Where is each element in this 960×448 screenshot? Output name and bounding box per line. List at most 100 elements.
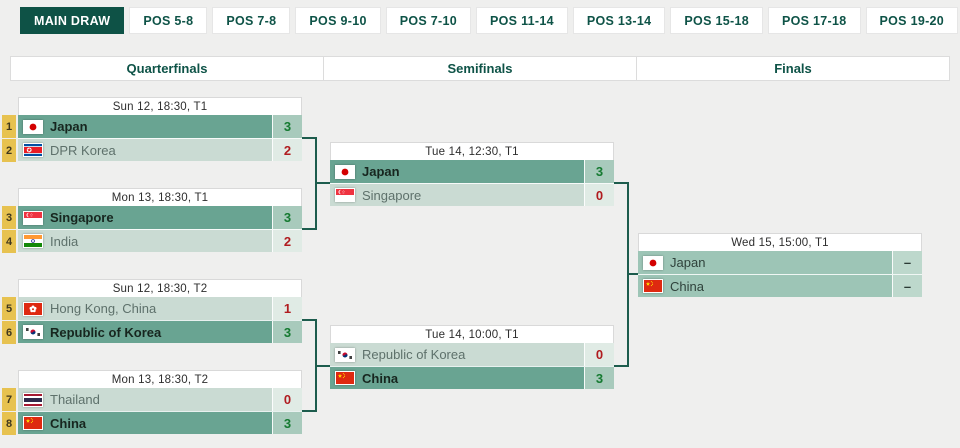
team-row-china[interactable]: China 3 bbox=[330, 366, 614, 389]
team-name: Republic of Korea bbox=[50, 324, 162, 340]
flag-singapore-icon bbox=[23, 210, 43, 225]
team-row-singapore[interactable]: Singapore 0 bbox=[330, 183, 614, 206]
team-name: Japan bbox=[50, 119, 88, 134]
flag-hong-kong-icon bbox=[23, 301, 43, 316]
flag-thailand-icon bbox=[23, 392, 43, 407]
seed-number: 1 bbox=[2, 115, 16, 138]
seed-number: 2 bbox=[2, 139, 16, 162]
tab-pos-11-14[interactable]: POS 11-14 bbox=[476, 7, 568, 34]
team-name: Japan bbox=[362, 164, 400, 179]
bracket-connector-line bbox=[317, 182, 330, 184]
bracket-connector-line bbox=[629, 273, 638, 275]
team-row-japan[interactable]: Japan 3 bbox=[18, 115, 302, 138]
team-score: – bbox=[892, 275, 922, 297]
match-quarterfinal-2: 3 4 Mon 13, 18:30, T1 Singapore 3 India … bbox=[2, 188, 302, 253]
tab-pos-19-20[interactable]: POS 19-20 bbox=[865, 7, 959, 34]
bracket-connector-line bbox=[315, 137, 317, 230]
team-row-dpr-korea[interactable]: DPR Korea 2 bbox=[18, 138, 302, 161]
flag-india-icon bbox=[23, 234, 43, 248]
flag-china-icon bbox=[335, 371, 355, 385]
team-row-thailand[interactable]: Thailand 0 bbox=[18, 388, 302, 411]
bracket-connector-line bbox=[302, 319, 317, 321]
round-header-finals: Finals bbox=[774, 61, 812, 76]
team-score: – bbox=[892, 251, 922, 274]
bracket-connector-line bbox=[302, 228, 317, 230]
team-name: Singapore bbox=[362, 187, 422, 203]
match-semifinal-2: Tue 14, 10:00, T1 Republic of Korea 0 Ch… bbox=[330, 325, 614, 389]
team-row-republic-of-korea[interactable]: Republic of Korea 3 bbox=[18, 320, 302, 343]
match-quarterfinal-4: 7 8 Mon 13, 18:30, T2 Thailand 0 China 3 bbox=[2, 370, 302, 435]
team-row-china[interactable]: China 3 bbox=[18, 411, 302, 434]
team-score: 0 bbox=[272, 388, 302, 411]
seed-number: 4 bbox=[2, 230, 16, 253]
seed-number: 5 bbox=[2, 297, 16, 320]
team-name: China bbox=[670, 278, 704, 294]
bracket-connector-line bbox=[614, 182, 629, 184]
team-name: Japan bbox=[670, 255, 706, 270]
bracket-connector-line bbox=[317, 365, 330, 367]
seed-number: 7 bbox=[2, 388, 16, 411]
team-row-singapore[interactable]: Singapore 3 bbox=[18, 206, 302, 229]
match-schedule: Mon 13, 18:30, T1 bbox=[18, 188, 302, 206]
match-semifinal-1: Tue 14, 12:30, T1 Japan 3 Singapore 0 bbox=[330, 142, 614, 206]
team-row-china[interactable]: China – bbox=[638, 274, 922, 297]
flag-singapore-icon bbox=[335, 188, 355, 202]
team-score: 3 bbox=[272, 412, 302, 434]
tab-pos-9-10[interactable]: POS 9-10 bbox=[295, 7, 381, 34]
round-header-semifinals: Semifinals bbox=[324, 57, 637, 80]
bracket-connector-line bbox=[302, 137, 317, 139]
bracket-connector-line bbox=[315, 319, 317, 412]
team-row-india[interactable]: India 2 bbox=[18, 229, 302, 252]
bracket-connector-line bbox=[302, 410, 317, 412]
tab-pos-13-14[interactable]: POS 13-14 bbox=[572, 7, 666, 34]
team-row-japan[interactable]: Japan 3 bbox=[330, 160, 614, 183]
team-row-japan[interactable]: Japan – bbox=[638, 251, 922, 274]
match-schedule: Tue 14, 12:30, T1 bbox=[330, 142, 614, 160]
team-score: 0 bbox=[584, 343, 614, 366]
tab-main-draw[interactable]: MAIN DRAW bbox=[20, 7, 125, 34]
tab-pos-7-8[interactable]: POS 7-8 bbox=[212, 7, 291, 34]
team-name: India bbox=[50, 233, 79, 249]
team-name: Singapore bbox=[50, 210, 114, 225]
tab-pos-15-18[interactable]: POS 15-18 bbox=[670, 7, 763, 34]
round-header-quarterfinals: Quarterfinals bbox=[11, 57, 324, 80]
team-score: 3 bbox=[584, 367, 614, 389]
match-quarterfinal-1: 1 2 Sun 12, 18:30, T1 Japan 3 DPR Korea … bbox=[2, 97, 302, 162]
team-name: China bbox=[362, 370, 399, 386]
match-schedule: Tue 14, 10:00, T1 bbox=[330, 325, 614, 343]
flag-japan-icon bbox=[23, 119, 43, 134]
flag-japan-icon bbox=[643, 255, 663, 270]
team-score: 0 bbox=[584, 184, 614, 206]
team-row-hong-kong[interactable]: Hong Kong, China 1 bbox=[18, 297, 302, 320]
team-score: 3 bbox=[272, 321, 302, 343]
flag-republic-of-korea-icon bbox=[335, 347, 355, 362]
match-schedule: Wed 15, 15:00, T1 bbox=[638, 233, 922, 251]
team-name: Hong Kong, China bbox=[50, 301, 157, 316]
seed-number: 8 bbox=[2, 412, 16, 435]
tab-pos-17-18[interactable]: POS 17-18 bbox=[767, 7, 861, 34]
flag-dpr-korea-icon bbox=[23, 143, 43, 157]
flag-china-icon bbox=[643, 279, 663, 293]
flag-republic-of-korea-icon bbox=[23, 325, 43, 339]
match-schedule: Mon 13, 18:30, T2 bbox=[18, 370, 302, 388]
tab-pos-7-10[interactable]: POS 7-10 bbox=[385, 7, 471, 34]
match-final: Wed 15, 15:00, T1 Japan – China – bbox=[638, 233, 922, 297]
flag-china-icon bbox=[23, 416, 43, 430]
team-score: 2 bbox=[272, 230, 302, 252]
round-header-bar: Quarterfinals Semifinals Finals bbox=[10, 56, 950, 81]
team-row-republic-of-korea[interactable]: Republic of Korea 0 bbox=[330, 343, 614, 366]
team-score: 3 bbox=[584, 160, 614, 183]
match-schedule: Sun 12, 18:30, T2 bbox=[18, 279, 302, 297]
match-quarterfinal-3: 5 6 Sun 12, 18:30, T2 Hong Kong, China 1… bbox=[2, 279, 302, 344]
team-score: 3 bbox=[272, 206, 302, 229]
team-score: 2 bbox=[272, 139, 302, 161]
team-score: 1 bbox=[272, 297, 302, 320]
seed-number: 6 bbox=[2, 321, 16, 344]
match-schedule: Sun 12, 18:30, T1 bbox=[18, 97, 302, 115]
tab-pos-5-8[interactable]: POS 5-8 bbox=[129, 7, 208, 34]
team-name: China bbox=[50, 415, 87, 431]
flag-japan-icon bbox=[335, 164, 355, 179]
tab-bar: MAIN DRAW POS 5-8 POS 7-8 POS 9-10 POS 7… bbox=[20, 7, 959, 34]
team-name: Republic of Korea bbox=[362, 347, 466, 362]
